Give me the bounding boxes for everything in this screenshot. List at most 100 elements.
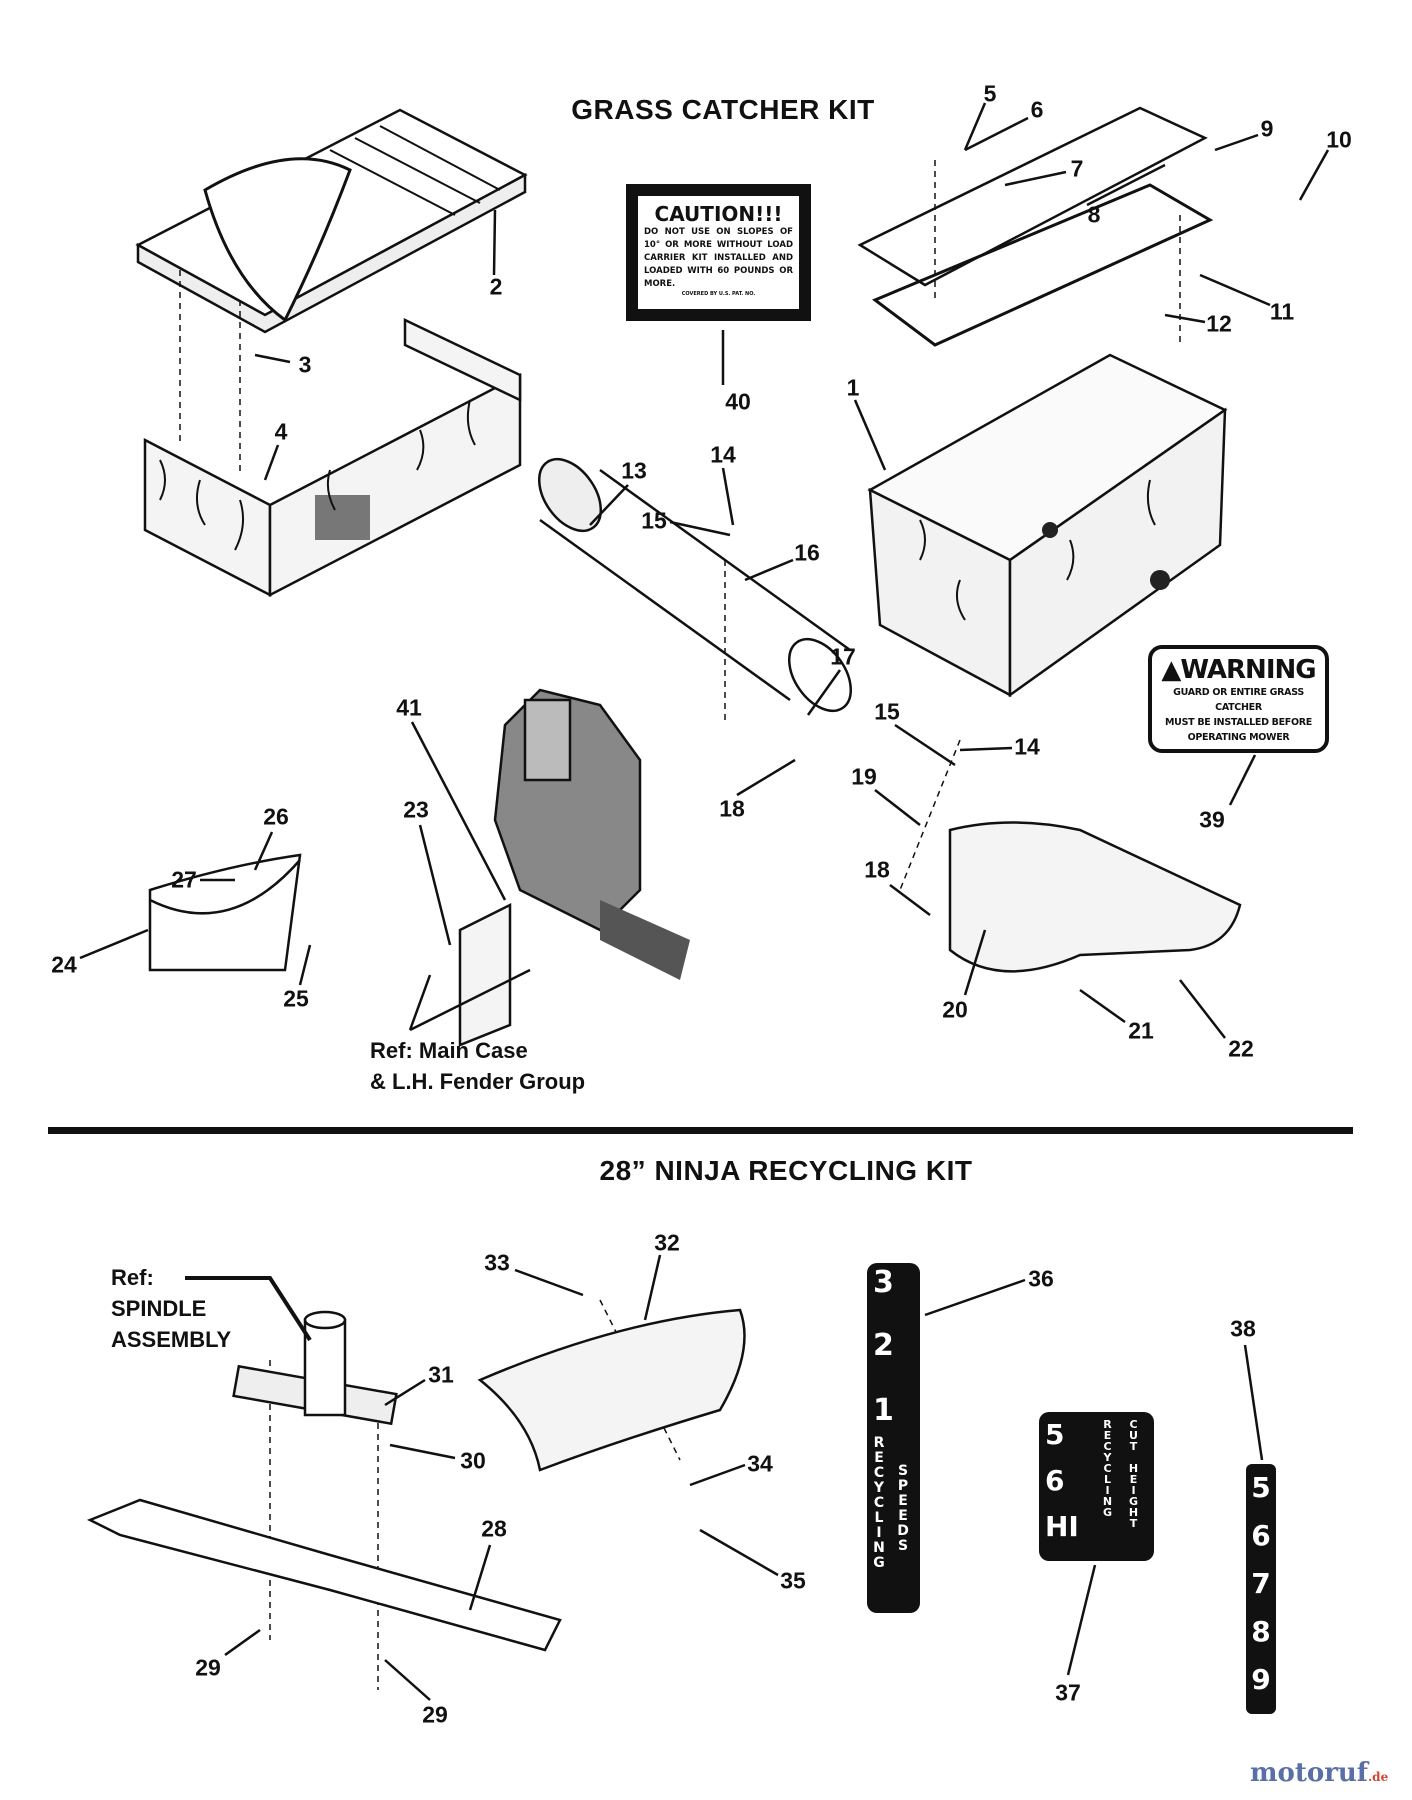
caution-heading: CAUTION!!! [654,202,783,226]
part-callout: 18 [864,856,890,883]
ref-line: ASSEMBLY [111,1327,232,1352]
part-callout: 4 [274,418,288,445]
warning-triangle-icon: ▲ [1161,655,1181,685]
part-callout: 34 [747,1450,773,1477]
part-callout: 18 [719,795,745,822]
part-callout: 28 [481,1515,507,1542]
decal-text: SPEEDS [895,1463,911,1553]
part-callout: 21 [1128,1017,1154,1044]
part-callout: 15 [641,507,667,534]
part-callout: 23 [403,796,429,823]
part-callout: 12 [1206,310,1232,337]
part-callout: 22 [1228,1035,1254,1062]
grass-bag [867,353,1228,698]
part-callout: 19 [851,763,877,790]
decal-number: HI [1045,1510,1079,1543]
height-numbers-decal: 5 6 7 8 9 [1246,1464,1276,1714]
section-divider [48,1127,1353,1134]
ref-line: Ref: [111,1265,154,1290]
part-callout: 33 [484,1249,510,1276]
part-callout: 24 [51,951,77,978]
engine-reference [493,688,690,980]
part-callout: 17 [830,643,856,670]
ref-line: & L.H. Fender Group [370,1069,586,1094]
part-callout: 15 [874,698,900,725]
decal-number: 1 [873,1393,894,1428]
part-callout: 29 [195,1654,221,1681]
warning-line: GUARD OR ENTIRE GRASS CATCHER [1173,687,1304,713]
part-callout: 39 [1199,806,1225,833]
mulch-cover [477,1308,746,1472]
part-callout: 5 [983,80,997,107]
part-callout: 30 [460,1447,486,1474]
warning-decal: ▲WARNING GUARD OR ENTIRE GRASS CATCHER M… [1148,645,1329,753]
decal-text: RECYCLING [871,1435,887,1570]
part-callout: 35 [780,1567,806,1594]
part-callout: 6 [1030,96,1044,123]
discharge-tube [537,457,853,713]
part-callout: 31 [428,1361,454,1388]
ref-line: SPINDLE [111,1296,207,1321]
part-callout: 2 [489,273,503,300]
main-case-reference: Ref: Main Case & L.H. Fender Group [370,1035,585,1097]
part-callout: 37 [1055,1679,1081,1706]
decal-number: 9 [1251,1663,1271,1696]
recycling-height-decal: 5 6 HI RECYCLING CUT HEIGHT [1039,1412,1154,1561]
part-callout: 8 [1087,201,1101,228]
decal-number: 6 [1045,1464,1065,1497]
part-callout: 32 [654,1229,680,1256]
decal-number: 3 [873,1265,894,1300]
watermark-tld: .de [1368,1770,1389,1784]
decal-number: 7 [1251,1567,1271,1600]
decal-text: CUT HEIGHT [1127,1418,1140,1528]
decal-number: 2 [873,1328,894,1363]
recycling-speeds-decal: 3 2 1 RECYCLING SPEEDS [867,1263,920,1613]
spindle-reference: Ref: SPINDLE ASSEMBLY [111,1262,231,1355]
caution-body: DO NOT USE ON SLOPES OF 10° OR MORE WITH… [644,227,793,289]
ref-line: Ref: Main Case [370,1038,528,1063]
bag-frame [857,106,1214,347]
part-callout: 25 [283,985,309,1012]
leader-lines [79,102,1330,1701]
part-callout: 11 [1269,298,1295,325]
part-callout: 14 [1014,733,1040,760]
catcher-lid [135,108,528,334]
grass-catcher-title: GRASS CATCHER KIT [571,94,875,125]
caution-decal: CAUTION!!! DO NOT USE ON SLOPES OF 10° O… [626,184,811,321]
part-callout: 16 [794,539,820,566]
recycling-kit-title: 28” NINJA RECYCLING KIT [599,1155,973,1186]
watermark-logo: motoruf.de [1250,1758,1388,1788]
part-callout: 13 [621,457,647,484]
part-callout: 3 [298,351,312,378]
part-callout: 9 [1260,115,1274,142]
bracket [458,902,512,1047]
part-callout: 1 [846,374,860,401]
mower-blade [86,1310,562,1652]
decal-number: 5 [1251,1471,1271,1504]
warning-heading: WARNING [1180,655,1316,685]
watermark-name: motoruf [1250,1758,1368,1788]
part-callout: 27 [171,866,197,893]
decal-number: 8 [1251,1615,1271,1648]
part-callout: 40 [725,388,751,415]
part-callout: 26 [263,803,289,830]
discharge-chute [948,821,1242,973]
part-callout: 36 [1028,1265,1054,1292]
deflector-plate [148,853,302,972]
part-callout: 29 [422,1701,448,1728]
warning-line: MUST BE INSTALLED BEFORE [1165,717,1312,728]
decal-text: RECYCLING [1101,1418,1114,1517]
warning-line: OPERATING MOWER [1187,732,1290,743]
part-callout: 41 [396,694,422,721]
part-callout: 38 [1230,1315,1256,1342]
part-callout: 10 [1326,126,1352,153]
decal-number: 5 [1045,1418,1065,1451]
catcher-frame-panel [143,318,522,598]
part-callout: 7 [1070,155,1084,182]
part-callout: 14 [710,441,736,468]
caution-patent: COVERED BY U.S. PAT. NO. [681,291,756,297]
part-callout: 20 [942,996,968,1023]
decal-number: 6 [1251,1519,1271,1552]
